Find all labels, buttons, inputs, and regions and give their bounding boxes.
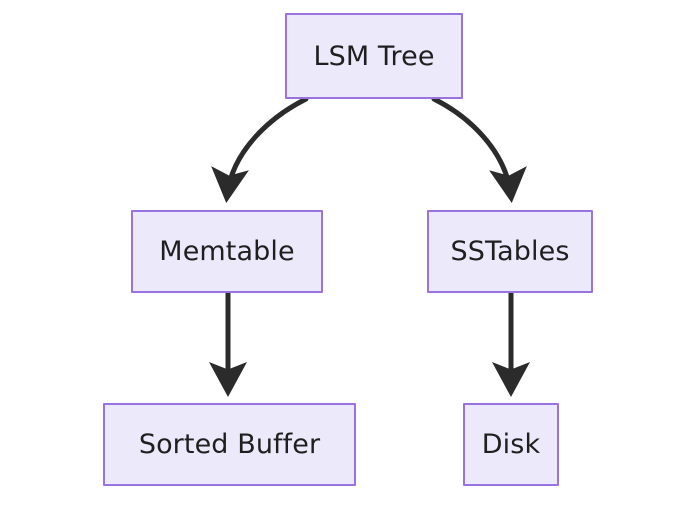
node-sorted-buffer[interactable]: Sorted Buffer [103, 403, 356, 486]
node-memtable-label: Memtable [159, 236, 295, 267]
node-lsm-tree[interactable]: LSM Tree [285, 13, 463, 99]
edge-lsm-tree-to-sstables [431, 96, 527, 203]
edge-lsm-tree-to-memtable [211, 96, 309, 203]
node-disk-label: Disk [481, 429, 541, 460]
node-sstables[interactable]: SSTables [427, 210, 593, 293]
node-lsm-tree-label: LSM Tree [313, 40, 435, 72]
node-memtable[interactable]: Memtable [131, 210, 323, 293]
node-disk[interactable]: Disk [463, 403, 559, 486]
node-sorted-buffer-label: Sorted Buffer [138, 429, 321, 460]
node-sstables-label: SSTables [450, 236, 570, 267]
